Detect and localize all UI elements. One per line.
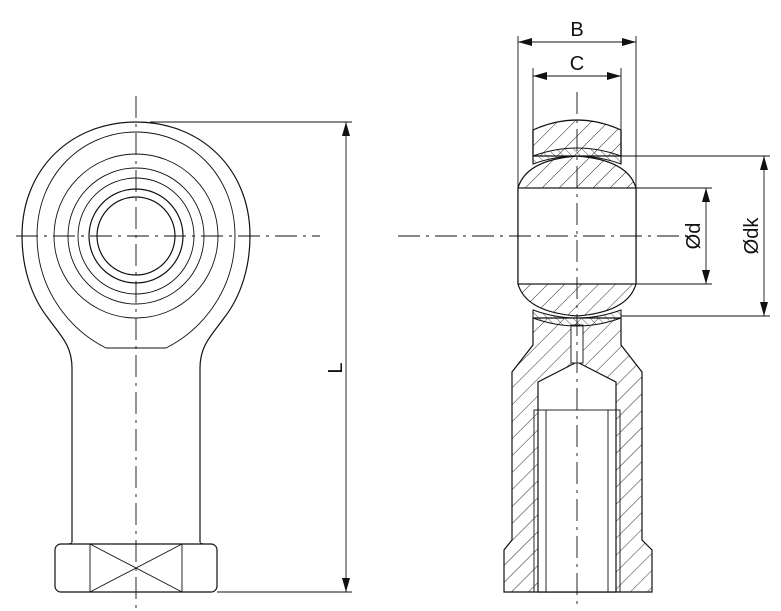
front-view-shank-bottom xyxy=(65,541,207,545)
dimension-dk: Ødk xyxy=(621,155,770,317)
dimension-d: Ød xyxy=(636,187,712,285)
front-view-inner-contour xyxy=(36,131,236,349)
dimension-C: C xyxy=(532,53,622,130)
front-view xyxy=(16,96,320,610)
dimension-B-label: B xyxy=(570,19,583,41)
dimension-d-label: Ød xyxy=(683,223,705,250)
dimension-dk-label: Ødk xyxy=(741,217,763,255)
dimension-L: L xyxy=(150,121,352,593)
dimension-L-label: L xyxy=(325,362,347,373)
front-view-body-outline xyxy=(21,121,251,542)
section-view xyxy=(398,92,690,608)
dimension-C-label: C xyxy=(570,53,584,75)
dimension-B: B xyxy=(517,19,637,188)
